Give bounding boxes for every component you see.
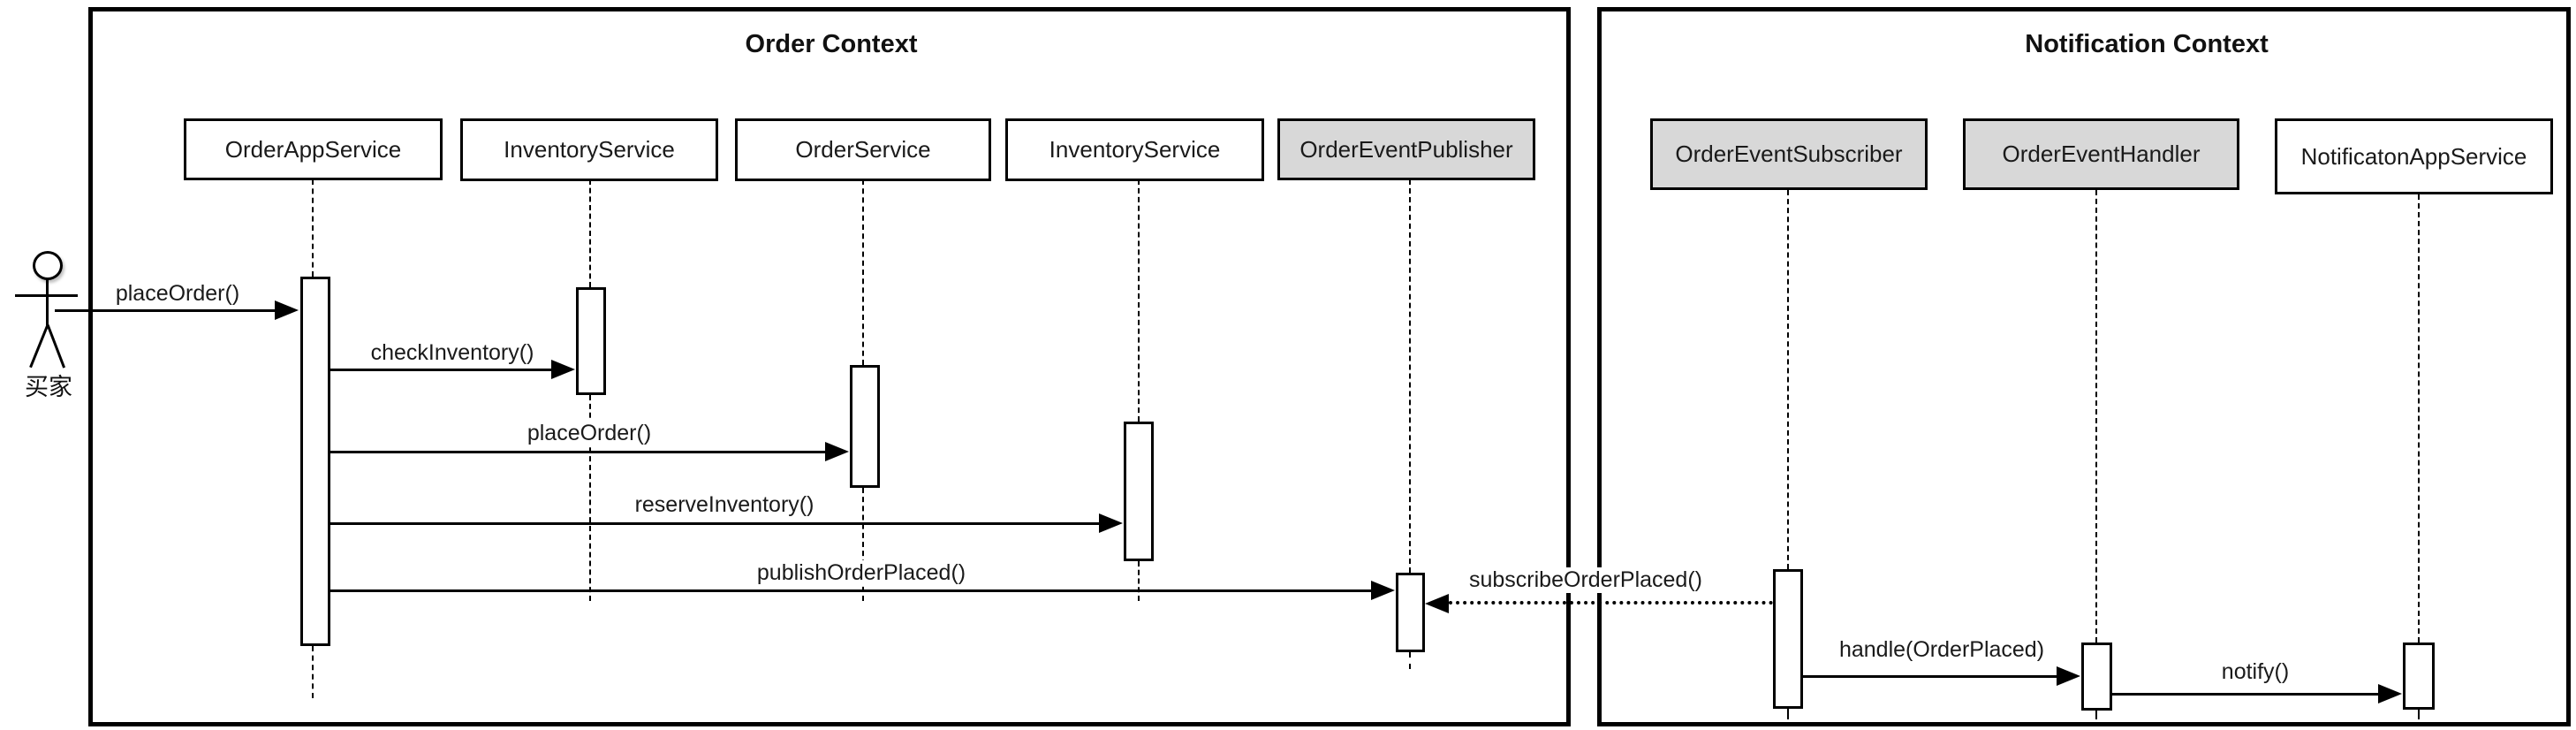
message-placeorder-2-label: placeOrder() [519,421,659,446]
lifeline-inventoryservice1-lower [589,395,591,601]
lifeline-notificatonappservice-lower [2418,710,2420,719]
lifeline-ordereventhandler-lower [2095,711,2097,719]
participant-orderservice: OrderService [735,118,991,181]
activation-inventoryservice-1 [576,287,606,395]
actor-head-icon [33,251,63,280]
participant-ordereventsubscriber-label: OrderEventSubscriber [1675,141,1903,167]
message-reserveinventory-label: reserveInventory() [627,492,822,518]
participant-ordereventhandler-label: OrderEventHandler [2002,141,2201,167]
actor-arms [15,294,78,297]
message-handleorderplaced-label: handle(OrderPlaced) [1831,637,2052,663]
message-subscribeorderplaced-arrowhead-icon [1425,594,1449,613]
message-notify-label: notify() [2214,659,2297,685]
actor-leg-left [29,323,49,369]
message-reserveinventory-line [330,522,1102,525]
message-placeorder-1-line [55,309,279,312]
activation-orderappservice [300,277,330,646]
message-handleorderplaced-arrowhead-icon [2057,666,2080,686]
lifeline-ordereventsubscriber-upper [1787,190,1789,569]
activation-ordereventsubscriber [1773,569,1803,709]
participant-notificatonappservice: NotificatonAppService [2275,118,2553,194]
participant-inventoryservice-2-label: InventoryService [1049,136,1221,163]
participant-inventoryservice-1: InventoryService [460,118,718,181]
message-notify-arrowhead-icon [2378,684,2402,703]
participant-orderappservice: OrderAppService [184,118,443,180]
participant-inventoryservice-2: InventoryService [1005,118,1264,181]
message-subscribeorderplaced-label: subscribeOrderPlaced() [1462,567,1709,593]
lifeline-inventoryservice1-upper [589,179,591,287]
lifeline-ordereventpublisher-lower [1409,652,1411,669]
lifeline-inventoryservice2-lower [1138,561,1140,601]
participant-ordereventpublisher-label: OrderEventPublisher [1299,135,1513,163]
lifeline-notificatonappservice-upper [2418,194,2420,643]
message-placeorder-2-arrowhead-icon [825,442,849,461]
message-notify-line [2112,693,2382,696]
participant-ordereventsubscriber: OrderEventSubscriber [1650,118,1928,190]
notification-context-frame [1597,7,2571,726]
message-checkinventory-arrowhead-icon [551,360,575,379]
actor-leg-right [46,323,66,369]
message-checkinventory-line [330,369,555,371]
participant-inventoryservice-1-label: InventoryService [504,136,675,163]
message-placeorder-1-arrowhead-icon [275,300,299,320]
message-publishorderplaced-line [330,589,1375,592]
activation-orderservice [850,365,880,488]
message-checkinventory-label: checkInventory() [363,340,542,366]
message-placeorder-1-label: placeOrder() [108,281,247,307]
participant-ordereventhandler: OrderEventHandler [1963,118,2239,190]
lifeline-orderservice-upper [862,179,864,365]
lifeline-inventoryservice2-upper [1138,179,1140,422]
message-publishorderplaced-arrowhead-icon [1371,581,1395,600]
lifeline-ordereventsubscriber-lower [1787,709,1789,719]
message-publishorderplaced-label: publishOrderPlaced() [749,560,974,586]
message-subscribeorderplaced-line [1449,601,1773,605]
activation-ordereventhandler [2081,643,2112,711]
activation-notificatonappservice [2403,643,2435,710]
order-context-frame [88,7,1571,726]
lifeline-orderservice-lower [862,488,864,601]
notification-context-title: Notification Context [2025,30,2269,58]
participant-ordereventpublisher: OrderEventPublisher [1277,118,1535,180]
actor-torso [46,278,49,325]
participant-orderappservice-label: OrderAppService [224,135,402,163]
participant-notificatonappservice-label: NotificatonAppService [2300,142,2527,170]
order-context-title: Order Context [745,30,918,58]
lifeline-orderappservice-lower [312,646,314,698]
message-placeorder-2-line [330,451,829,453]
lifeline-ordereventpublisher-upper [1409,179,1411,573]
actor-label: 买家 [25,374,72,400]
lifeline-orderappservice-upper [312,179,314,277]
message-handleorderplaced-line [1802,675,2060,678]
message-reserveinventory-arrowhead-icon [1099,513,1123,533]
participant-orderservice-label: OrderService [795,136,931,163]
activation-inventoryservice-2 [1124,422,1154,561]
lifeline-ordereventhandler-upper [2095,190,2097,643]
activation-ordereventpublisher [1396,573,1425,652]
